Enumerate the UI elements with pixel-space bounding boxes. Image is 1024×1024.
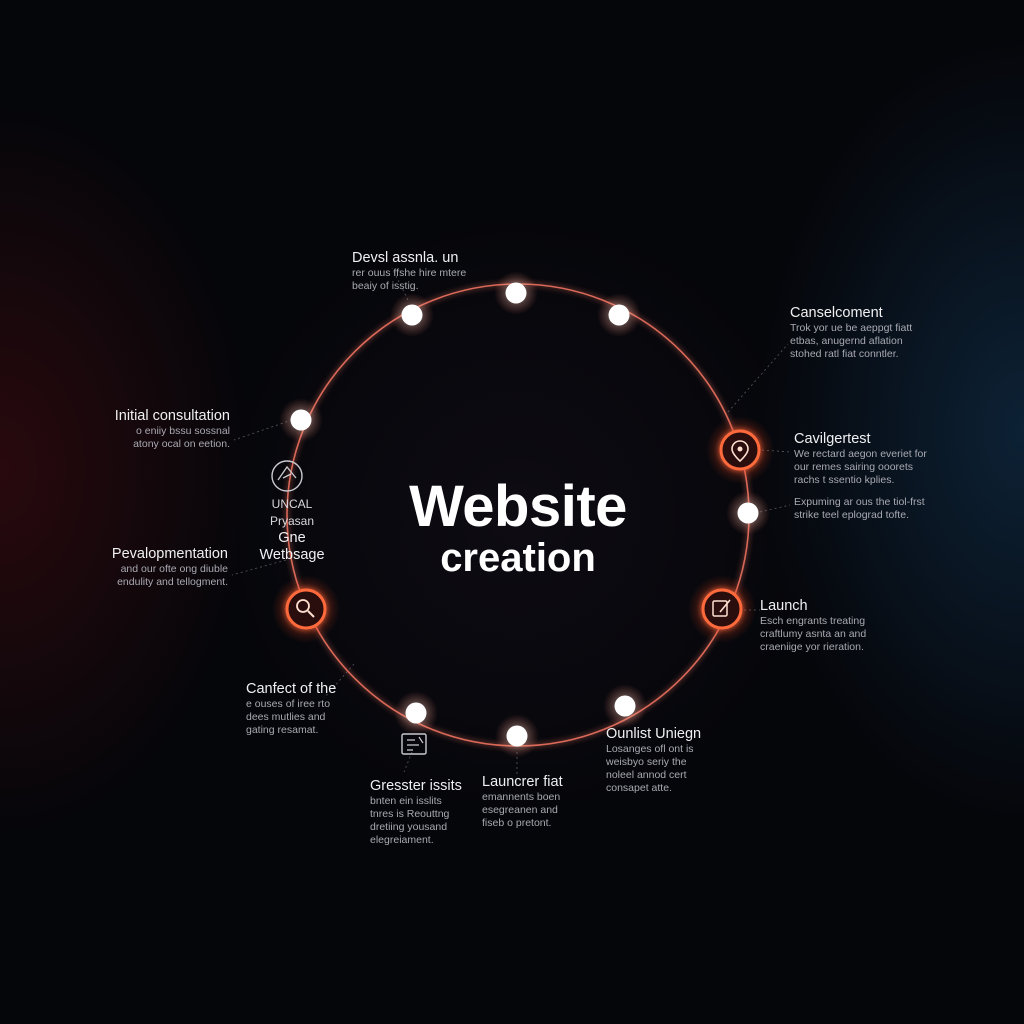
stage-label-initial: Initial consultation o eniiy bssu sossna…: [115, 408, 230, 451]
stage-title: Gresster issits: [370, 778, 462, 794]
stack-line: Gne: [278, 530, 306, 546]
stage-label-canfect: Canfect of the e ouses of iree rto dees …: [246, 681, 336, 737]
stage-desc: Esch engrants treating: [760, 615, 866, 627]
node-right-middle: [726, 491, 770, 535]
stage-desc: rer ouus ffshe hire mtere: [352, 267, 467, 279]
stage-title: Ounlist Uniegn: [606, 726, 702, 742]
stage-desc: dees mutlies and: [246, 711, 326, 723]
leader-line-develop: [231, 559, 287, 576]
node-bottom-right: [603, 684, 647, 728]
stage-title: Launcrer fiat: [482, 774, 563, 790]
node-bottom: [495, 714, 539, 758]
stage-desc: craeniige yor rieration.: [760, 641, 864, 653]
stage-desc: endulity and tellogment.: [117, 576, 228, 588]
stage-title: Initial consultation: [114, 408, 230, 424]
diagram-title-line1: Website: [409, 474, 627, 539]
stage-desc: We rectard aegon everiet for: [794, 448, 927, 460]
stack-line: Wetbsage: [259, 547, 325, 563]
stage-label-launch: Launch Esch engrants treating craftlumy …: [760, 598, 866, 654]
stage-desc: fiseb o pretont.: [482, 817, 552, 829]
node-bottom-left: [394, 691, 438, 735]
design-badge-icon: [271, 460, 303, 492]
stage-desc: weisbyo seriy the: [606, 756, 687, 768]
stage-desc: atony ocal on eetion.: [133, 438, 230, 450]
side-stack-label: UNCAL Pryasan Gne Wetbsage: [256, 496, 328, 564]
stage-desc: esegreanen and: [482, 804, 558, 816]
stage-label-launcrer: Launcrer fiat emannents boen esegreanen …: [482, 774, 563, 830]
stage-desc: elegreiament.: [370, 834, 434, 846]
stage-desc: beaiy of isstig.: [352, 280, 419, 292]
stage-title: Canfect of the: [246, 681, 337, 697]
stage-desc: consapet atte.: [606, 782, 672, 794]
stage-desc: dretiing yousand: [370, 821, 448, 833]
stack-line: Pryasan: [269, 514, 315, 528]
stage-label-ounlist: Ounlist Uniegn Losanges ofl ont is weisb…: [606, 726, 701, 795]
stage-desc: Expuming ar ous the tiol-frst: [794, 496, 925, 508]
consultation-pin-icon: [706, 416, 774, 484]
node-top-left: [390, 293, 434, 337]
stage-label-canselcoment: Canselcoment Trok yor ue be aeppgt fiatt…: [790, 305, 912, 361]
diagram-title-line2: creation: [440, 536, 596, 580]
stage-desc: tnres is Reouttng: [370, 808, 450, 820]
stage-desc: and our ofte ong diuble: [120, 563, 228, 575]
stage-desc: our remes sairing ooorets: [794, 461, 914, 473]
stage-label-develop: Pevalopmentation and our ofte ong diuble…: [112, 546, 228, 589]
stage-label-devl: Devsl assnla. un rer ouus ffshe hire mte…: [352, 250, 466, 293]
leader-line-canselcoment: [727, 343, 789, 413]
stage-desc: rachs t ssentio kplies.: [794, 474, 895, 486]
stage-label-cavilgertest: Cavilgertest We rectard aegon everiet fo…: [794, 431, 927, 487]
document-icon: [401, 733, 427, 755]
stage-label-gresster: Gresster issits bnten ein isslits tnres …: [370, 778, 462, 847]
stage-title: Cavilgertest: [794, 431, 871, 447]
node-top: [494, 271, 538, 315]
stage-title: Devsl assnla. un: [352, 250, 459, 266]
stage-title: Canselcoment: [790, 305, 883, 321]
stage-title: Launch: [760, 598, 808, 614]
node-left-upper: [279, 398, 323, 442]
stage-desc: etbas, anugernd aflation: [790, 335, 903, 347]
stage-desc: emannents boen: [482, 791, 561, 803]
stage-desc: noleel annod cert: [606, 769, 687, 781]
stage-desc: bnten ein isslits: [370, 795, 442, 807]
stage-desc: Losanges ofl ont is: [606, 743, 694, 755]
launch-edit-icon: [688, 575, 756, 643]
stage-desc: craftlumy asnta an and: [760, 628, 867, 640]
stage-title: Pevalopmentation: [111, 546, 228, 562]
stage-desc: o eniiy bssu sossnal: [136, 425, 230, 437]
node-top-right: [597, 293, 641, 337]
stage-desc: strike teel eplograd tofte.: [794, 509, 909, 521]
ring-nodes: [279, 271, 770, 758]
stage-desc: gating resamat.: [246, 724, 319, 736]
stack-line: UNCAL: [271, 497, 313, 511]
stage-label-exponing: Expuming ar ous the tiol-frst strike tee…: [794, 496, 925, 522]
stage-desc: e ouses of iree rto: [246, 698, 331, 710]
leader-line-gresster: [403, 751, 413, 773]
stage-desc: stohed ratl fiat conntler.: [790, 348, 899, 360]
stage-desc: Trok yor ue be aeppgt fiatt: [790, 322, 913, 334]
search-icon: [272, 575, 340, 643]
